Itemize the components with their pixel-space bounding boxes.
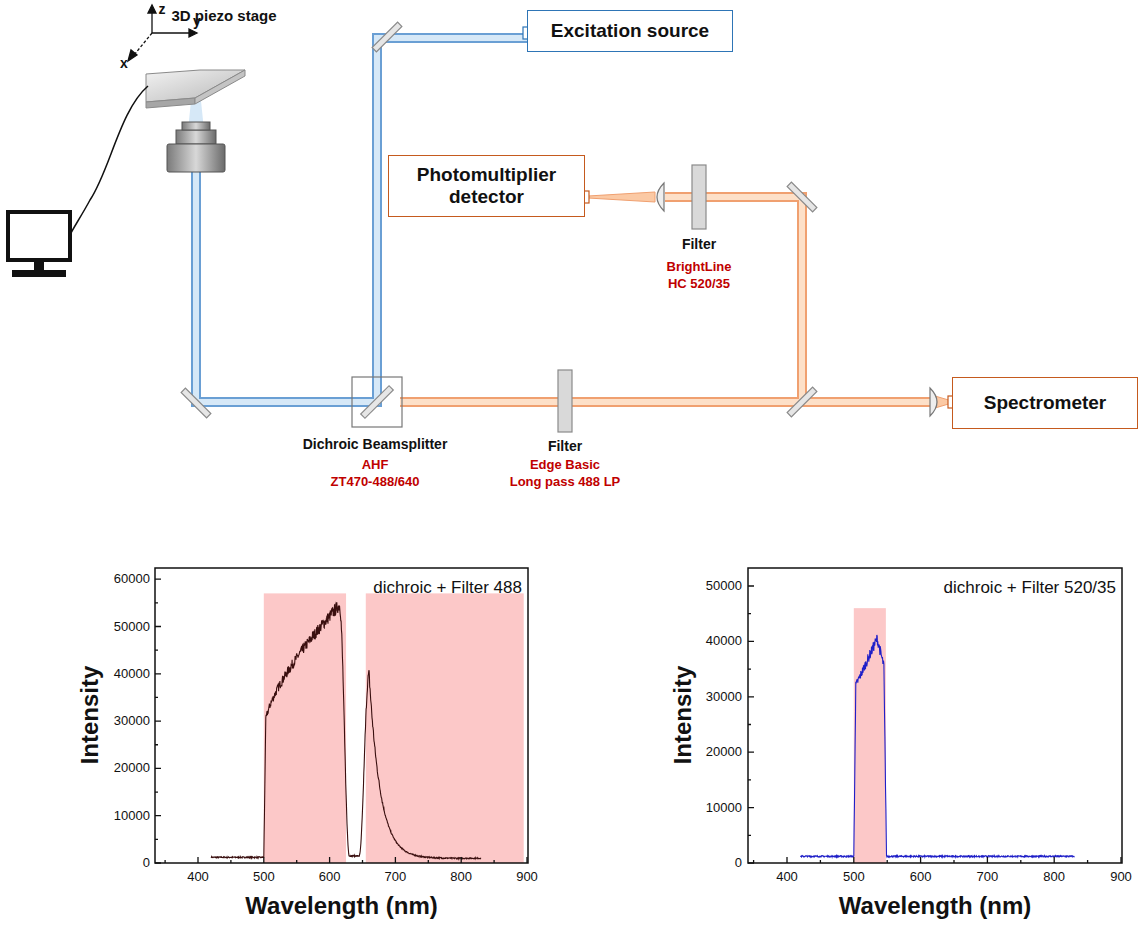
box-label: Spectrometer xyxy=(984,392,1107,414)
tick-label: 20000 xyxy=(114,761,150,775)
text-label: z xyxy=(159,2,166,17)
objective xyxy=(167,122,225,172)
tick-label: 600 xyxy=(319,870,341,884)
emission-beam xyxy=(400,192,952,408)
tick-label: 500 xyxy=(253,870,275,884)
box-label: Photomultiplier detector xyxy=(402,164,572,208)
tick-label: 50000 xyxy=(114,619,150,633)
text-label: x xyxy=(120,56,128,71)
text-label: Long pass 488 LP xyxy=(510,475,621,489)
plot-frame xyxy=(748,568,1122,863)
mirror xyxy=(181,22,817,418)
spectrometer-box: Spectrometer xyxy=(952,377,1138,429)
tick-label: 40000 xyxy=(706,634,742,648)
tick-label: 60000 xyxy=(114,572,150,586)
band-shade xyxy=(366,593,524,863)
piezo-stage xyxy=(146,70,245,108)
axis-title: Wavelength (nm) xyxy=(839,893,1031,919)
tick-label: 800 xyxy=(450,870,472,884)
tick-label: 600 xyxy=(910,870,932,884)
text-label: BrightLine xyxy=(667,260,732,274)
filter-520 xyxy=(692,165,706,229)
tick-label: 900 xyxy=(1110,870,1132,884)
plot-frame xyxy=(155,568,528,863)
spectrum-curve xyxy=(800,635,1074,857)
text-label: Filter xyxy=(682,237,716,252)
tick-label: 400 xyxy=(776,870,798,884)
axis-title: Intensity xyxy=(670,666,696,765)
text-label: Filter xyxy=(548,439,582,454)
tick-label: 30000 xyxy=(706,690,742,704)
tick-label: 700 xyxy=(977,870,999,884)
tick-label: 30000 xyxy=(114,714,150,728)
tick-label: 10000 xyxy=(706,800,742,814)
axis-title: Wavelength (nm) xyxy=(245,893,437,919)
text-label: ZT470-488/640 xyxy=(331,475,420,489)
tick-label: 900 xyxy=(516,870,538,884)
lens xyxy=(657,183,664,211)
text-label: dichroic + Filter 488 xyxy=(373,579,522,598)
axis-ticks xyxy=(748,586,1121,863)
band-shade xyxy=(264,593,346,863)
dichroic-beamsplitter xyxy=(352,377,402,427)
axis-title: Intensity xyxy=(77,666,103,765)
box-label: Excitation source xyxy=(551,20,709,42)
cable xyxy=(70,86,148,235)
tick-label: 800 xyxy=(1043,870,1065,884)
tick-label: 700 xyxy=(385,870,407,884)
text-label: Dichroic Beamsplitter xyxy=(303,437,448,452)
source-box: Excitation source xyxy=(527,10,733,52)
text-label: dichroic + Filter 520/35 xyxy=(944,579,1116,598)
axis-ticks xyxy=(155,579,527,863)
tick-label: 500 xyxy=(843,870,865,884)
detector-box: Photomultiplier detector xyxy=(388,155,585,217)
tick-label: 10000 xyxy=(114,809,150,823)
computer-monitor xyxy=(8,212,70,277)
band-shade xyxy=(854,608,886,863)
tick-label: 0 xyxy=(735,856,742,870)
tick-label: 400 xyxy=(187,870,209,884)
tick-label: 50000 xyxy=(706,579,742,593)
text-label: 3D piezo stage xyxy=(171,8,276,25)
text-label: Edge Basic xyxy=(530,458,600,472)
tick-label: 20000 xyxy=(706,745,742,759)
lens xyxy=(930,388,937,416)
text-label: HC 520/35 xyxy=(668,277,730,291)
spectrum-curve xyxy=(211,602,481,859)
filter-488 xyxy=(558,370,572,432)
tick-label: 40000 xyxy=(114,667,150,681)
excitation-beam xyxy=(188,38,527,402)
tick-label: 0 xyxy=(143,856,150,870)
text-label: AHF xyxy=(362,458,389,472)
